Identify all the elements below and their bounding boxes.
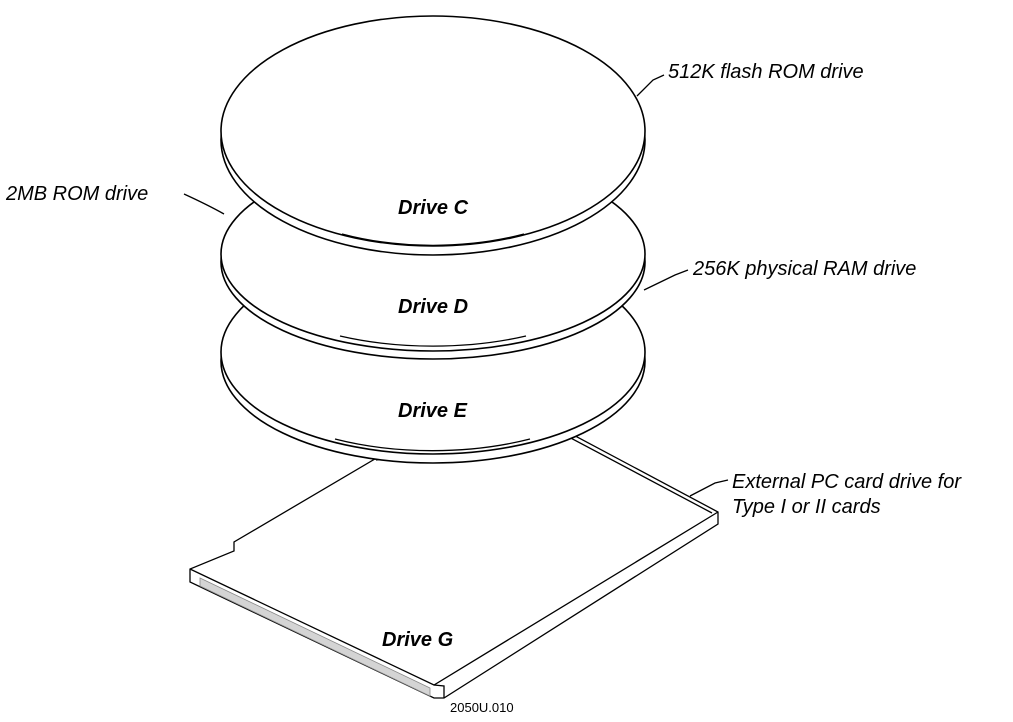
figure-id: 2050U.010	[450, 700, 514, 715]
disk-d-edge-highlight	[339, 335, 527, 347]
drive-e-label: Drive E	[398, 400, 468, 422]
disk-c-edge-highlight	[341, 233, 525, 246]
disk-e-edge-highlight	[334, 438, 531, 452]
leader-2mb-rom	[183, 193, 225, 215]
drive-d-label: Drive D	[398, 296, 468, 318]
leader-physical-ram	[643, 269, 689, 291]
callout-pc-card-line2: Type I or II cards	[732, 496, 881, 518]
pc-card-outline	[189, 430, 719, 699]
pc-card-corner-notch	[433, 684, 445, 698]
drive-c-label: Drive C	[398, 197, 469, 219]
pc-card-drive-g: Drive G	[189, 430, 719, 699]
callout-flash-rom: 512K flash ROM drive	[668, 61, 864, 83]
disk-c-surface	[220, 15, 646, 247]
drive-g-label: Drive G	[382, 629, 453, 651]
leader-lines	[183, 74, 729, 497]
leader-flash-rom	[636, 74, 665, 97]
pc-card-connector-strip	[199, 577, 431, 697]
disk-drive-c: Drive C	[220, 15, 646, 256]
pc-card-front-edge	[189, 511, 719, 686]
leader-pc-card	[689, 479, 729, 497]
callout-physical-ram: 256K physical RAM drive	[692, 258, 916, 280]
callout-pc-card-line1: External PC card drive for	[732, 471, 962, 493]
callout-2mb-rom: 2MB ROM drive	[5, 183, 148, 205]
